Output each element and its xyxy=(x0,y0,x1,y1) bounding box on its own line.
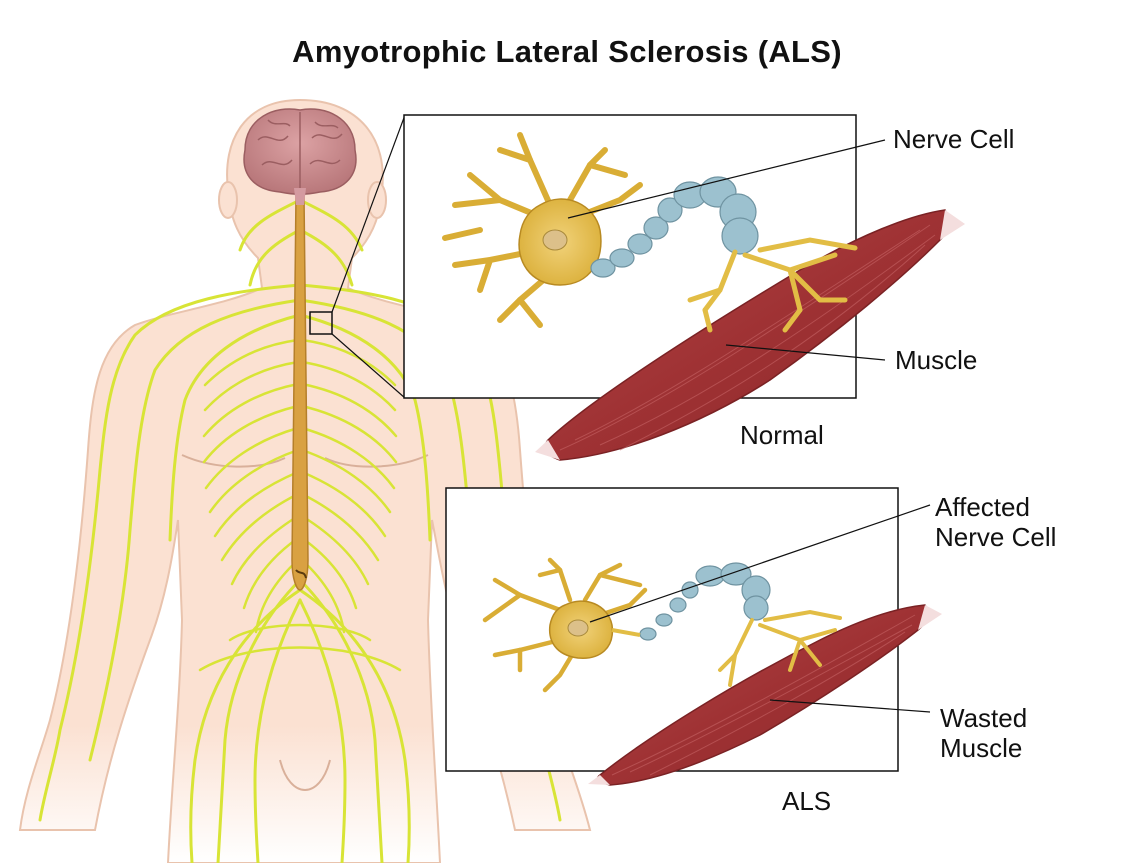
label-affected: Affected xyxy=(935,492,1030,522)
diagram-title: Amyotrophic Lateral Sclerosis (ALS) xyxy=(292,34,842,69)
label-normal: Normal xyxy=(740,420,824,450)
label-nerve-cell: Nerve Cell xyxy=(893,124,1015,154)
intercostal-nerves xyxy=(198,338,402,672)
wasted-muscle xyxy=(588,604,942,786)
label-affected-nerve-cell: Nerve Cell xyxy=(935,522,1057,552)
spinal-cord xyxy=(291,194,309,591)
label-wasted-muscle: Muscle xyxy=(940,733,1023,763)
label-pointer-lines xyxy=(567,139,931,713)
brain xyxy=(243,108,357,205)
label-als: ALS xyxy=(782,786,832,816)
label-wasted: Wasted xyxy=(940,703,1028,733)
normal-muscle xyxy=(535,209,965,461)
label-muscle: Muscle xyxy=(895,345,978,375)
zoom-region-box xyxy=(309,311,333,335)
normal-nerve-cell xyxy=(442,132,858,333)
affected-nerve-cell xyxy=(482,557,842,693)
